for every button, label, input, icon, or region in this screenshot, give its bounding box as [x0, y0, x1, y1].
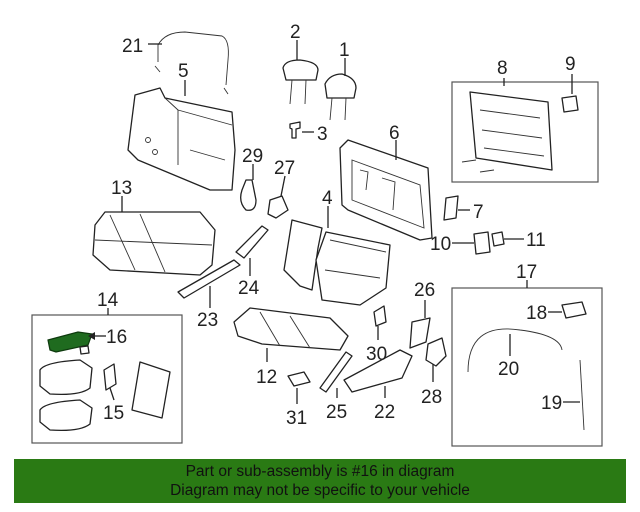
callout-7[interactable]: 7 [458, 202, 484, 223]
svg-text:20: 20 [498, 359, 519, 380]
callout-3[interactable]: 3 [302, 124, 328, 145]
svg-text:11: 11 [526, 230, 546, 251]
part-29-bracket[interactable] [240, 179, 257, 211]
part-2-headrest[interactable] [282, 59, 319, 105]
svg-text:8: 8 [497, 58, 508, 79]
banner-line-1: Part or sub-assembly is #16 in diagram [185, 463, 455, 480]
svg-text:4: 4 [322, 188, 333, 209]
svg-text:22: 22 [374, 402, 395, 423]
part-4-side-support[interactable] [283, 219, 323, 291]
part-30-bracket[interactable] [373, 305, 387, 327]
callout-17[interactable]: 17 [516, 262, 537, 288]
svg-text:31: 31 [286, 408, 307, 429]
callout-28[interactable]: 28 [421, 364, 442, 408]
callout-20[interactable]: 20 [498, 334, 519, 380]
svg-text:29: 29 [242, 146, 263, 167]
svg-text:5: 5 [178, 61, 189, 82]
svg-text:15: 15 [103, 403, 124, 424]
callout-18[interactable]: 18 [526, 303, 562, 324]
svg-text:19: 19 [541, 393, 562, 414]
callout-14[interactable]: 14 [97, 290, 119, 315]
parts-diagram: 21 5 2 1 3 6 8 9 29 27 4 7 13 10 11 24 2… [31, 22, 603, 447]
svg-text:1: 1 [339, 40, 350, 61]
part-3-guide[interactable] [289, 121, 301, 139]
svg-text:13: 13 [111, 178, 132, 199]
callout-12[interactable]: 12 [256, 348, 277, 388]
svg-text:3: 3 [317, 124, 328, 145]
svg-text:21: 21 [122, 36, 143, 57]
callout-30[interactable]: 30 [366, 326, 387, 365]
callout-22[interactable]: 22 [374, 386, 395, 423]
part-1-headrest[interactable] [324, 73, 357, 121]
svg-text:14: 14 [97, 290, 119, 311]
callout-24[interactable]: 24 [238, 258, 260, 299]
svg-text:10: 10 [430, 234, 451, 255]
callout-9[interactable]: 9 [565, 54, 576, 94]
part-back-cushion[interactable] [315, 231, 391, 306]
part-22-cover[interactable] [343, 349, 413, 393]
part-14-group[interactable] [31, 314, 183, 444]
callout-10[interactable]: 10 [430, 234, 474, 255]
part-16-highlighted [47, 331, 93, 353]
callout-11[interactable]: 11 [504, 230, 546, 251]
svg-text:6: 6 [389, 123, 400, 144]
part-27-latch[interactable] [267, 195, 289, 219]
part-9-clip[interactable] [561, 95, 579, 113]
svg-text:30: 30 [366, 344, 387, 365]
svg-text:18: 18 [526, 303, 547, 324]
svg-text:12: 12 [256, 367, 277, 388]
callout-16[interactable]: 16 [88, 327, 127, 348]
svg-text:16: 16 [106, 327, 127, 348]
part-13-seat-cushion[interactable] [92, 211, 216, 276]
svg-text:28: 28 [421, 387, 442, 408]
part-6-frame[interactable] [339, 139, 433, 241]
callout-31[interactable]: 31 [286, 388, 307, 429]
part-11-clip[interactable] [491, 231, 505, 247]
callout-4[interactable]: 4 [322, 188, 333, 228]
callout-25[interactable]: 25 [326, 388, 347, 423]
svg-text:24: 24 [238, 278, 260, 299]
part-26-bracket[interactable] [409, 317, 431, 349]
part-31-block[interactable] [287, 371, 311, 387]
part-21-frame-wire[interactable] [154, 31, 229, 95]
callout-19[interactable]: 19 [541, 393, 580, 414]
callout-6[interactable]: 6 [389, 123, 400, 160]
callout-5[interactable]: 5 [178, 61, 189, 96]
callout-15[interactable]: 15 [103, 387, 124, 424]
svg-text:26: 26 [414, 280, 435, 301]
part-10-hook[interactable] [473, 231, 491, 255]
part-25-trim[interactable] [319, 351, 353, 393]
svg-text:25: 25 [326, 402, 347, 423]
svg-text:27: 27 [274, 158, 295, 179]
callout-29[interactable]: 29 [242, 146, 263, 180]
svg-text:2: 2 [290, 22, 301, 43]
svg-text:17: 17 [516, 262, 537, 283]
callout-2[interactable]: 2 [290, 22, 301, 60]
part-23-rail[interactable] [177, 259, 241, 299]
callout-23[interactable]: 23 [197, 286, 218, 331]
callout-26[interactable]: 26 [414, 280, 435, 318]
part-24-rail[interactable] [235, 225, 269, 259]
banner-line-2: Diagram may not be specific to your vehi… [170, 482, 470, 499]
svg-text:23: 23 [197, 310, 218, 331]
callout-1[interactable]: 1 [339, 40, 350, 76]
svg-text:7: 7 [473, 202, 484, 223]
part-5-seat-back[interactable] [127, 87, 236, 191]
callout-27[interactable]: 27 [274, 158, 295, 197]
part-7-trim[interactable] [443, 195, 459, 221]
callout-21[interactable]: 21 [122, 36, 162, 57]
part-12-lower-cushion[interactable] [233, 307, 349, 351]
part-28-cover[interactable] [425, 337, 447, 367]
svg-text:9: 9 [565, 54, 576, 75]
part-8-panel-group[interactable] [451, 81, 599, 183]
exploded-view: 21 5 2 1 3 6 8 9 29 27 4 7 13 10 11 24 2… [31, 22, 603, 447]
callout-8[interactable]: 8 [497, 58, 508, 86]
callout-13[interactable]: 13 [111, 178, 132, 212]
info-banner: Part or sub-assembly is #16 in diagram D… [14, 459, 626, 503]
